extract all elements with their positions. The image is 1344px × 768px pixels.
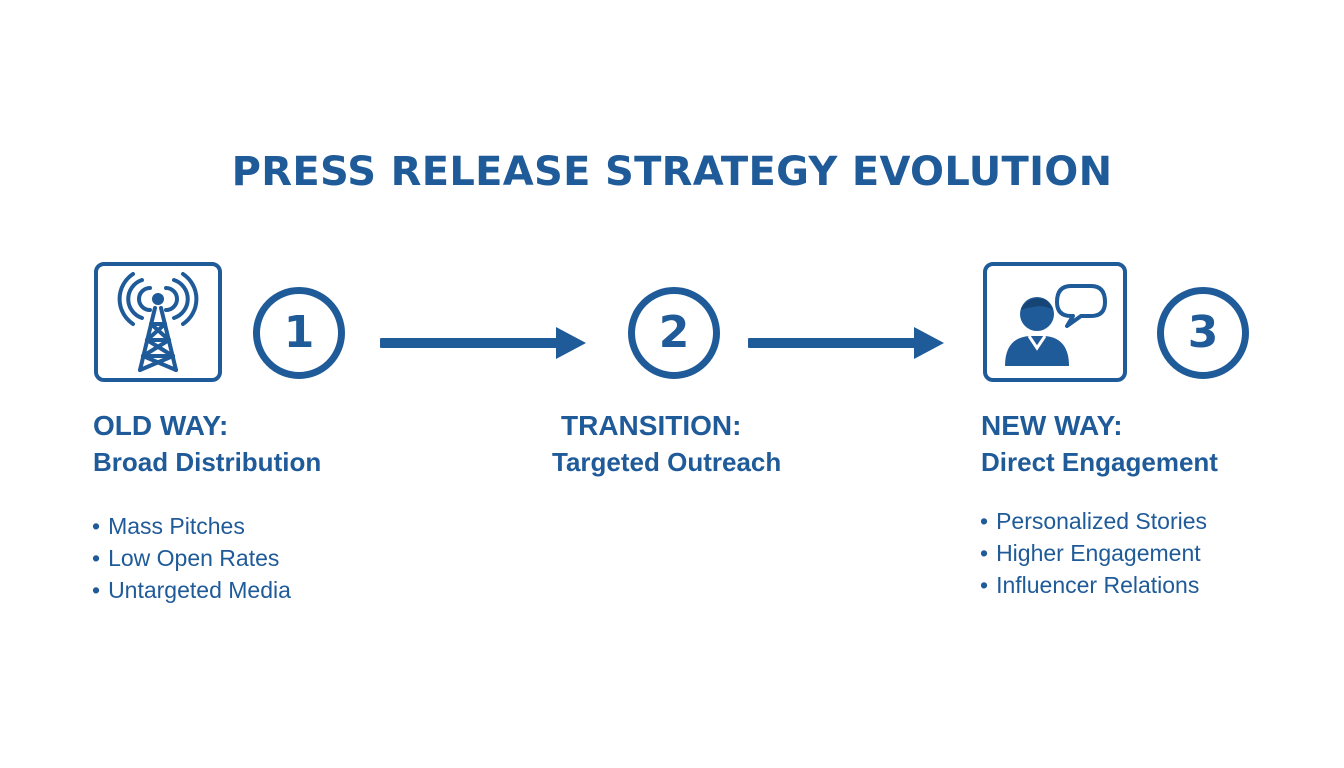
- list-item: Higher Engagement: [980, 537, 1207, 569]
- stage-3-heading: NEW WAY:: [981, 410, 1123, 441]
- step-3-badge: 3: [1157, 287, 1249, 379]
- stage-1-heading: OLD WAY:: [93, 410, 229, 441]
- list-item: Personalized Stories: [980, 505, 1207, 537]
- arrow-1-to-2: [380, 327, 586, 359]
- stage-3-subheading: Direct Engagement: [981, 447, 1218, 477]
- list-item: Untargeted Media: [92, 574, 291, 606]
- stage-1-bullet-list: Mass Pitches Low Open Rates Untargeted M…: [92, 510, 291, 606]
- step-1-badge: 1: [253, 287, 345, 379]
- stage-2-subheading: Targeted Outreach: [552, 447, 782, 477]
- stage-1-icon-box: [94, 262, 222, 382]
- person-speech-bubble-icon: [1005, 284, 1107, 366]
- stage-2-heading: TRANSITION:: [561, 410, 742, 441]
- stage-1-subheading: Broad Distribution: [93, 447, 322, 477]
- list-item: Low Open Rates: [92, 542, 291, 574]
- radio-tower-icon: [117, 272, 199, 372]
- stage-3-bullet-list: Personalized Stories Higher Engagement I…: [980, 505, 1207, 601]
- stage-3-icon-box: [983, 262, 1127, 382]
- list-item: Mass Pitches: [92, 510, 291, 542]
- step-2-badge: 2: [628, 287, 720, 379]
- diagram-title: PRESS RELEASE STRATEGY EVOLUTION: [231, 149, 1113, 195]
- list-item: Influencer Relations: [980, 569, 1207, 601]
- arrow-2-to-3: [748, 327, 944, 359]
